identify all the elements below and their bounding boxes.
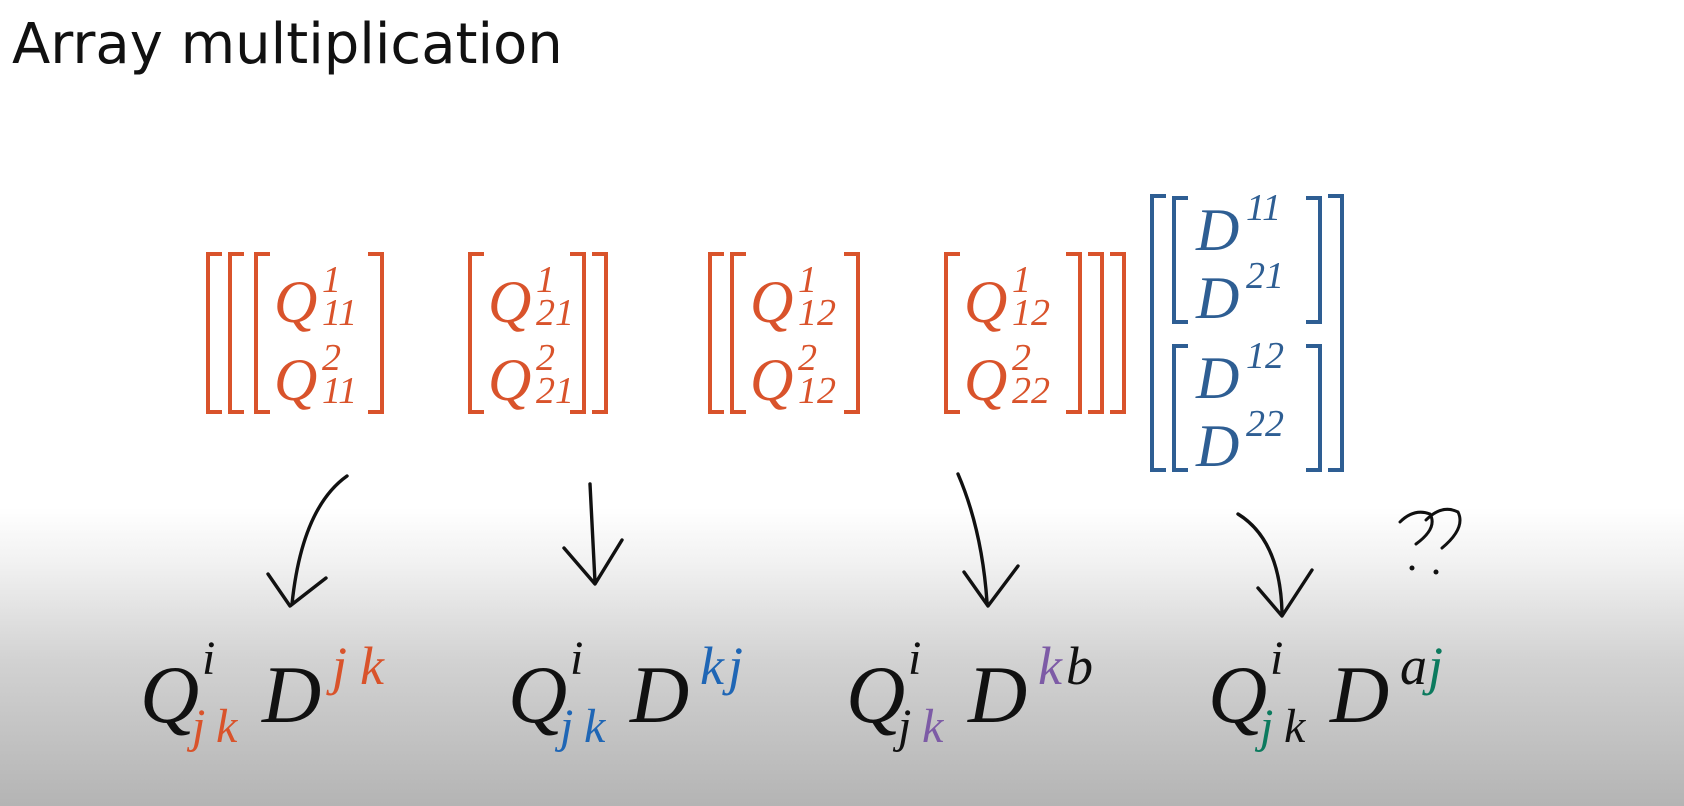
expr-q-superscript: i [202,632,215,685]
d-entry-base: D [1195,265,1239,331]
expr-d-superscript: b [1066,636,1093,696]
d-entry-base: D [1195,345,1239,411]
d-matrix-open-bracket [1172,196,1188,324]
expr-d-superscript: j [1422,636,1443,696]
q-brackets [206,252,1126,414]
expr-d-superscript: a [1400,636,1427,696]
expr-q-superscript: i [570,632,583,685]
q-entry-subscript: 12 [798,370,836,412]
q-entry-superscript: 2 [322,337,341,379]
q-entry-base: Q [274,347,317,413]
expr-d-superscript: k [1038,636,1063,696]
d-entry-superscript: 11 [1246,187,1281,229]
d-matrix-close-bracket [1306,196,1322,324]
outer-close-bracket [1110,252,1126,414]
expr-d-base: D [261,649,321,740]
q-entry-subscript: 21 [536,292,574,334]
q-entry-superscript: 2 [798,337,817,379]
q-matrix-open-bracket [730,252,746,414]
d-entry-superscript: 21 [1246,255,1284,297]
q-entry-superscript: 2 [536,337,555,379]
expr-d-base: D [967,649,1027,740]
q-entry-base: Q [964,269,1007,335]
q-entry-subscript: 21 [536,370,574,412]
q-entry-superscript: 2 [1012,337,1031,379]
d-outer-close-bracket [1328,194,1344,472]
expr-d-superscript: k [360,636,385,696]
expr-q-superscript: i [908,632,921,685]
q-matrix-close-bracket [368,252,384,414]
hand-drawn-arrow-icon [1236,512,1314,618]
expr-q-base: Q [140,649,199,740]
question-dot-icon [1409,565,1415,571]
d-brackets [1150,194,1344,472]
expr-d-superscript: j [722,636,743,696]
expr-d-superscript: k [700,636,725,696]
d-matrix-open-bracket [1172,344,1188,472]
q-matrix-open-bracket [254,252,270,414]
group1-open-bracket [228,252,244,414]
expr-d-superscript: j [326,636,347,696]
expr-q-base: Q [1208,649,1267,740]
expr-q-subscript: k [584,700,607,753]
outer-open-bracket [206,252,222,414]
expr-q-superscript: i [1270,632,1283,685]
question-mark-icon [1398,510,1434,546]
q-matrix-close-bracket [1066,252,1082,414]
question-mark-icon [1424,507,1462,550]
d-entry-base: D [1195,197,1239,263]
question-dot-icon [1433,569,1439,575]
q-entry-superscript: 1 [536,259,555,301]
q-entry-superscript: 1 [798,259,817,301]
q-entry-base: Q [274,269,317,335]
q-entry-base: Q [750,269,793,335]
group2-close-bracket [1088,252,1104,414]
group1-close-bracket [592,252,608,414]
q-entry-base: Q [488,269,531,335]
d-entry-superscript: 22 [1246,403,1284,445]
arrows [266,472,1314,618]
question-annotation [1398,507,1462,575]
d-outer-open-bracket [1150,194,1166,472]
hand-drawn-arrow-icon [266,474,349,608]
q-matrix-open-bracket [468,252,484,414]
slide-title: Array multiplication [12,12,563,77]
q-entry-superscript: 1 [322,259,341,301]
q-matrix-open-bracket [944,252,960,414]
expr-d-base: D [629,649,689,740]
expr-d-base: D [1329,649,1389,740]
q-entry-base: Q [750,347,793,413]
q-entry-subscript: 11 [322,292,357,334]
q-entry-superscript: 1 [1012,259,1031,301]
q-entry-subscript: 22 [1012,370,1050,412]
q-entry-subscript: 11 [322,370,357,412]
expr-q-base: Q [508,649,567,740]
expr-q-subscript: k [922,700,945,753]
q-entry-subscript: 12 [798,292,836,334]
q-matrix-close-bracket [844,252,860,414]
expr-q-subscript: k [1284,700,1307,753]
expr-q-base: Q [846,649,905,740]
d-entry-base: D [1195,413,1239,479]
hand-drawn-arrow-icon [562,482,624,586]
q-entry-subscript: 12 [1012,292,1050,334]
q-matrix-close-bracket [570,252,586,414]
hand-drawn-arrow-icon [956,472,1020,608]
group2-open-bracket [708,252,724,414]
q-entry-base: Q [964,347,1007,413]
d-entry-superscript: 12 [1246,335,1284,377]
d-matrix-close-bracket [1306,344,1322,472]
expr-q-subscript: k [216,700,239,753]
q-entry-base: Q [488,347,531,413]
